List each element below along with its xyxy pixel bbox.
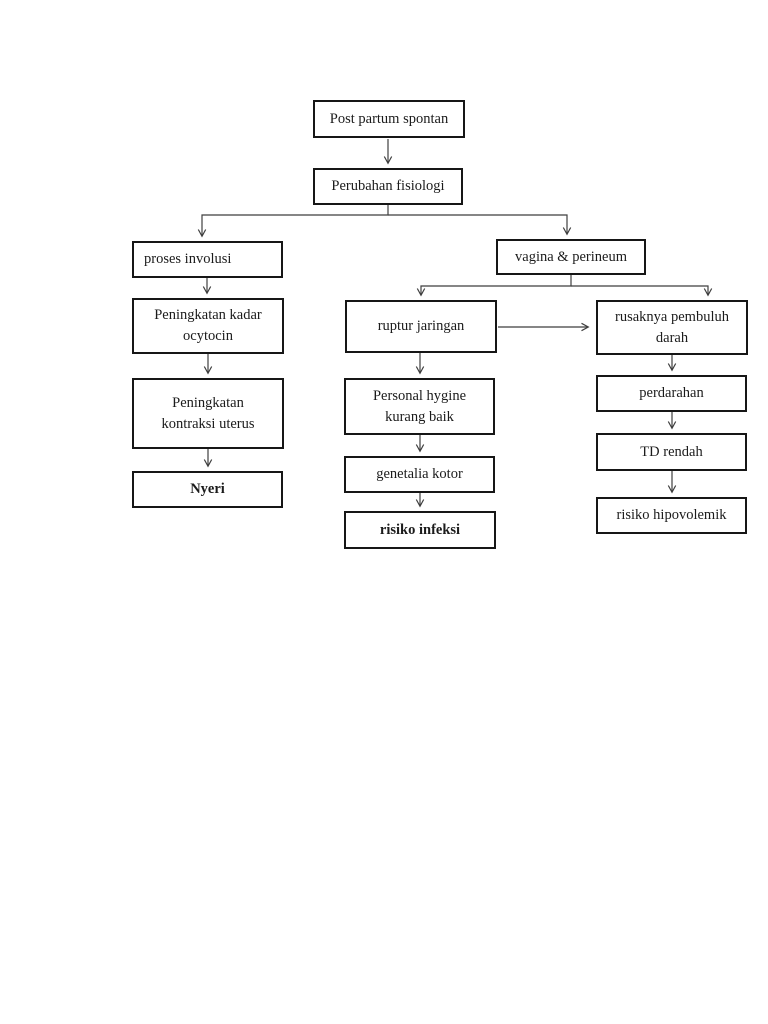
connector-perubahan-to-proses: [197, 205, 389, 238]
node-label-line: Peningkatan kadar: [154, 307, 262, 324]
node-perubahan-fisiologi: Perubahan fisiologi: [313, 168, 463, 205]
node-label: Nyeri: [190, 481, 225, 498]
node-label: genetalia kotor: [376, 466, 463, 483]
node-personal-hygine-kurang-baik: Personal hygine kurang baik: [344, 378, 495, 435]
node-rusaknya-pembuluh-darah: rusaknya pembuluh darah: [596, 300, 748, 355]
node-label-line: rusaknya pembuluh: [615, 308, 729, 325]
node-label: vagina & perineum: [515, 248, 627, 265]
node-label-line: Peningkatan: [172, 394, 244, 411]
connector-vagina-to-ruptur: [416, 275, 572, 297]
node-post-partum-spontan: Post partum spontan: [313, 100, 465, 138]
node-label: risiko infeksi: [379, 521, 461, 538]
node-label: TD rendah: [640, 443, 703, 460]
node-peningkatan-kadar-ocytocin: Peningkatan kadar ocytocin: [132, 298, 284, 354]
node-label: perdarahan: [639, 385, 704, 402]
node-proses-involusi: proses involusi: [132, 241, 283, 278]
connector-vagina-to-rusaknya: [571, 285, 713, 297]
node-risiko-infeksi: risiko infeksi: [344, 511, 496, 549]
node-label-line: Personal hygine: [372, 387, 467, 404]
node-label-line: kurang baik: [385, 408, 454, 425]
node-label: Post partum spontan: [329, 110, 449, 127]
node-genetalia-kotor: genetalia kotor: [344, 456, 495, 493]
node-label: ruptur jaringan: [377, 318, 465, 335]
connector-perubahan-to-vagina: [388, 214, 572, 236]
node-perdarahan: perdarahan: [596, 375, 747, 412]
node-label: Perubahan fisiologi: [331, 178, 445, 195]
node-label: risiko hipovolemik: [616, 507, 727, 524]
node-td-rendah: TD rendah: [596, 433, 747, 471]
node-label-line: ocytocin: [183, 328, 233, 344]
node-ruptur-jaringan: ruptur jaringan: [345, 300, 497, 353]
node-peningkatan-kontraksi-uterus: Peningkatan kontraksi uterus: [132, 378, 284, 449]
node-label: proses involusi: [144, 251, 232, 268]
node-nyeri: Nyeri: [132, 471, 283, 508]
node-risiko-hipovolemik: risiko hipovolemik: [596, 497, 747, 534]
node-label-line: darah: [655, 329, 689, 346]
node-label-line: kontraksi uterus: [161, 415, 255, 432]
node-vagina-perineum: vagina & perineum: [496, 239, 646, 275]
